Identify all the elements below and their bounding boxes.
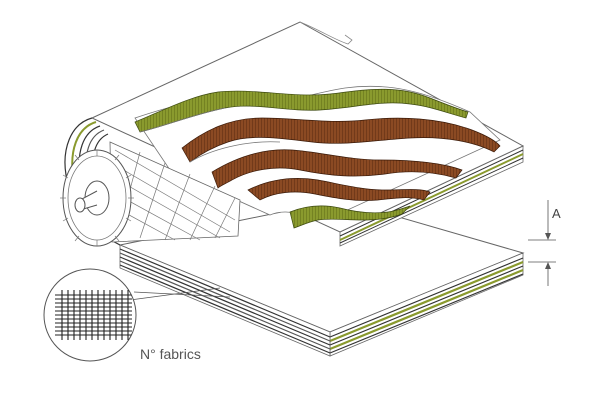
brown-ply-2 bbox=[211, 149, 463, 189]
drum-end-segments bbox=[60, 150, 134, 246]
upper-belt bbox=[90, 21, 525, 247]
green-ply-top bbox=[134, 88, 469, 133]
dimension-label-a: A bbox=[552, 206, 561, 221]
fabrics-label: N° fabrics bbox=[140, 346, 201, 362]
lower-belt-front-edge bbox=[329, 252, 524, 357]
drum-shaft bbox=[74, 190, 98, 213]
fabric-weave-magnifier-icon bbox=[43, 268, 231, 362]
brown-ply-1 bbox=[181, 117, 501, 163]
cover-flap bbox=[299, 21, 353, 45]
ply-cutaway bbox=[134, 85, 501, 229]
green-ply-bottom bbox=[289, 205, 411, 229]
pulley-drum-icon bbox=[60, 141, 241, 247]
fabric-weave-grid bbox=[55, 290, 132, 340]
thickness-dimension bbox=[528, 200, 556, 286]
brown-ply-3 bbox=[247, 178, 431, 201]
